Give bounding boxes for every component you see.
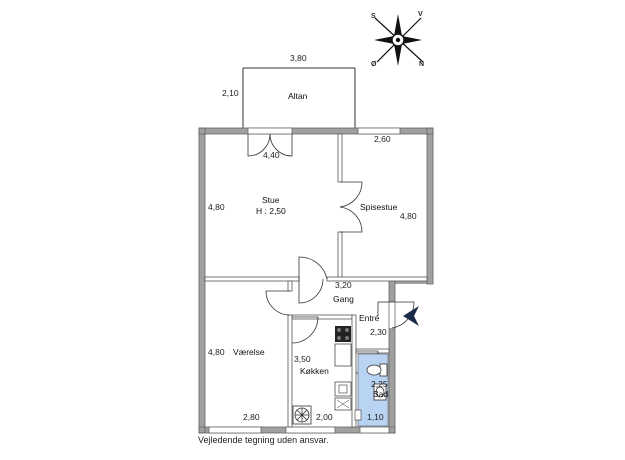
- compass-rose-icon: [374, 14, 424, 66]
- entrance-arrow-icon: [403, 306, 419, 326]
- compass-label-v: V: [418, 11, 423, 18]
- balcony: [242, 67, 356, 128]
- dim-bad-width: 1,10: [367, 412, 384, 422]
- windows: [208, 127, 401, 434]
- dim-spisestue-depth: 4,80: [400, 211, 417, 221]
- dim-gang-width: 3,20: [335, 280, 352, 290]
- room-label-entre: Entré: [359, 313, 380, 323]
- dim-koekken-depth: 3,50: [294, 354, 311, 364]
- compass-label-o: Ø: [371, 61, 377, 68]
- dim-stue-depth: 4,80: [208, 202, 225, 212]
- dim-vaerelse-width: 2,80: [243, 412, 260, 422]
- compass-label-n: N: [419, 61, 424, 68]
- bathroom-fixtures: [366, 363, 388, 401]
- ventilator-icon: [292, 405, 312, 425]
- room-label-spisestue: Spisestue: [360, 202, 398, 212]
- disclaimer-text: Vejledende tegning uden ansvar.: [198, 435, 329, 445]
- room-label-gang: Gang: [333, 294, 354, 304]
- dim-vaerelse-depth: 4,80: [208, 347, 225, 357]
- stue-ceiling-height: H : 2,50: [256, 206, 286, 216]
- compass-label-s: S: [371, 13, 376, 20]
- room-label-altan: Altan: [288, 91, 308, 101]
- dim-spisestue-width: 2,60: [374, 134, 391, 144]
- dim-bad-depth: 2,25: [371, 379, 388, 389]
- room-label-vaerelse: Værelse: [233, 347, 265, 357]
- dim-entre-width: 2,30: [370, 327, 387, 337]
- dim-stue-width: 4,40: [263, 150, 280, 160]
- room-label-bad: Bad: [373, 389, 388, 399]
- dim-altan-depth: 2,10: [222, 88, 239, 98]
- room-label-koekken: Køkken: [300, 366, 329, 376]
- dim-altan-width: 3,80: [290, 53, 307, 63]
- dim-koekken-width: 2,00: [316, 412, 333, 422]
- room-label-stue: Stue: [262, 195, 280, 205]
- kitchen-appliances: [334, 326, 362, 421]
